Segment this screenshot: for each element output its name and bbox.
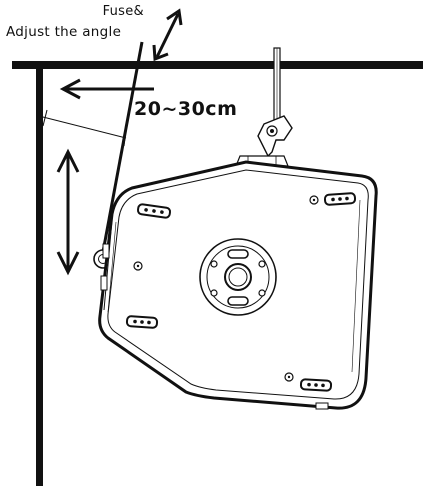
- ceiling-beam: [12, 61, 423, 69]
- arrow-left-icon: [59, 78, 154, 100]
- fuse-label: Fuse&: [102, 4, 144, 19]
- rigging-slot: [299, 378, 333, 392]
- screw: [309, 195, 319, 205]
- rigging-slot: [323, 192, 357, 206]
- adjust-angle-label: Adjust the angle: [6, 24, 122, 40]
- safety-cable: [98, 41, 144, 269]
- wall-post: [36, 61, 43, 486]
- double-arrow-vertical-icon: [56, 148, 80, 276]
- screw: [133, 261, 143, 271]
- distance-dimension: [42, 109, 127, 147]
- double-arrow-diagonal-icon: [152, 8, 183, 62]
- pole-mount: [199, 238, 277, 316]
- distance-label: 20~30cm: [134, 98, 238, 120]
- rigging-slot: [136, 203, 172, 219]
- rigging-slot: [125, 315, 159, 329]
- screw: [284, 372, 294, 382]
